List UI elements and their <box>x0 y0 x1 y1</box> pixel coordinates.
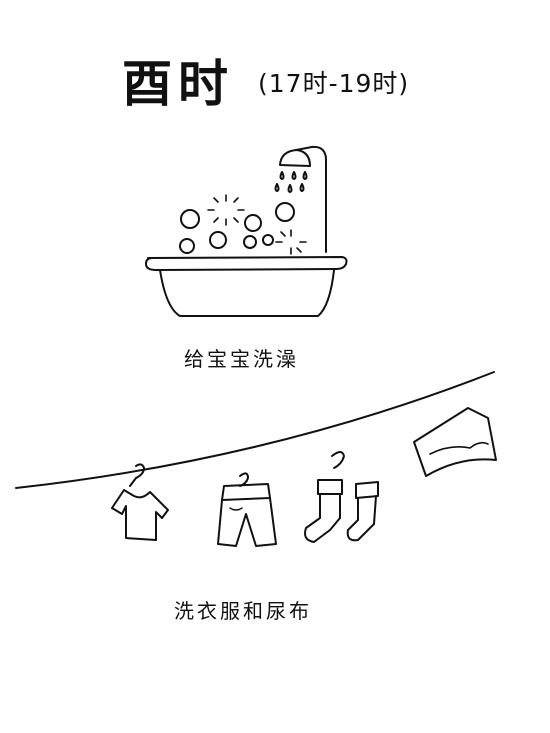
title-row: 酉时 (17时-19时) <box>0 40 550 113</box>
shorts-icon <box>217 472 277 547</box>
bath-bubbles <box>179 202 295 254</box>
water-drops <box>274 171 308 193</box>
sparkles <box>207 194 307 255</box>
tub-rim <box>145 256 348 271</box>
socks-icon <box>304 451 379 543</box>
tub-body <box>159 269 335 317</box>
bath-caption: 给宝宝洗澡 <box>184 347 299 371</box>
time-range-subtitle: (17时-19时) <box>258 69 410 98</box>
laundry-caption: 洗衣服和尿布 <box>174 599 312 623</box>
shower-head-icon <box>279 149 311 167</box>
page-title: 酉时 <box>122 55 234 113</box>
bathtub-illustration <box>145 145 348 317</box>
shower-pipe <box>295 145 327 253</box>
clothesline <box>15 371 495 489</box>
diaper-cloth <box>413 407 497 477</box>
tshirt-icon <box>111 463 169 541</box>
clothesline-illustration <box>15 371 497 547</box>
